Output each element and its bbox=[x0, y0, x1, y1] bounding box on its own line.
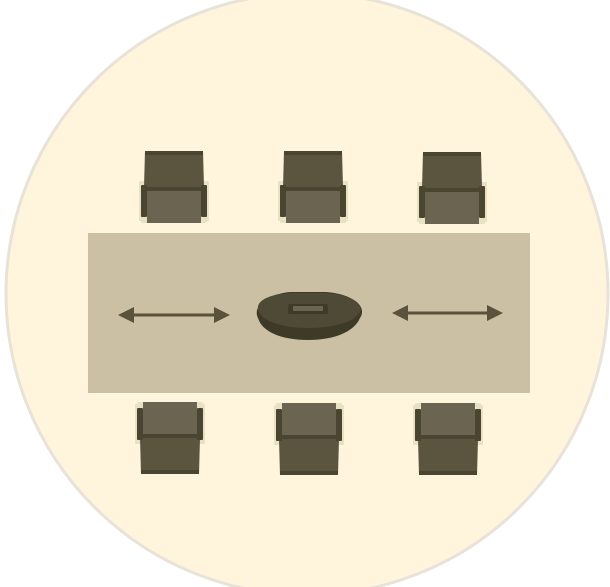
chairs-top-row bbox=[139, 151, 487, 224]
conference-speakerphone-icon bbox=[256, 292, 363, 340]
chair-bottom-left bbox=[135, 402, 205, 474]
double-headed-arrow-icon-right bbox=[392, 305, 503, 321]
chairs-bottom-row bbox=[135, 402, 483, 475]
chair-top-right bbox=[417, 152, 487, 224]
chair-bottom-right bbox=[413, 403, 483, 475]
chair-top-center bbox=[278, 151, 348, 223]
double-headed-arrow-icon-left bbox=[118, 307, 230, 323]
chair-top-left bbox=[139, 151, 209, 223]
chair-bottom-center bbox=[274, 403, 344, 475]
